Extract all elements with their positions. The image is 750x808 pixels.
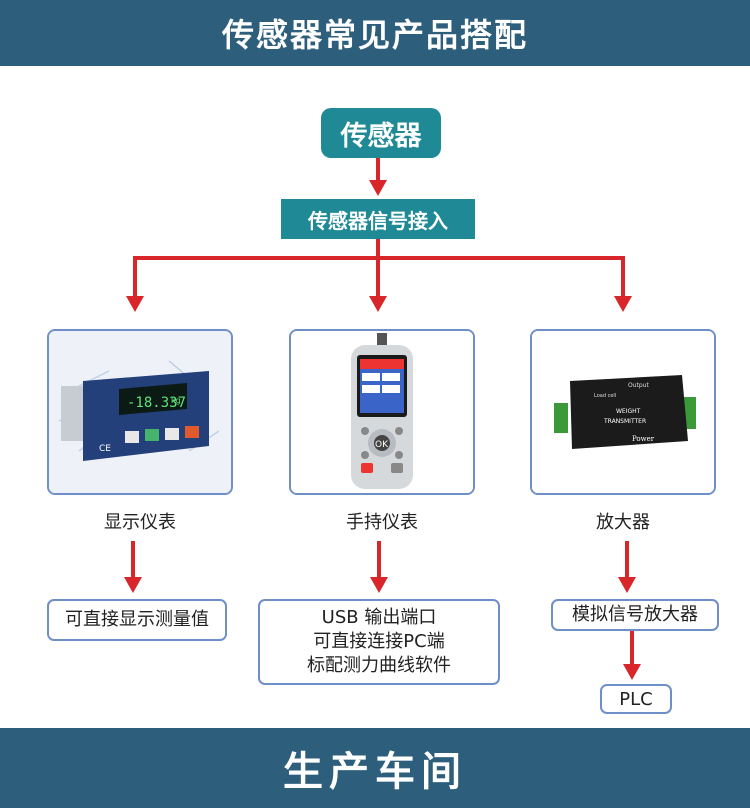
output-line: USB 输出端口 <box>321 607 437 628</box>
output-line: 标配测力曲线软件 <box>307 655 451 676</box>
connector-line <box>630 631 634 665</box>
header-title: 传感器常见产品搭配 <box>221 16 528 54</box>
connector-line <box>377 541 381 579</box>
arrow-head <box>126 296 144 312</box>
meter-reading: -18.337 <box>127 395 186 411</box>
signal-input-node: 传感器信号接入 <box>281 199 475 239</box>
display-meter-card: -18.337 kg CE <box>47 329 233 495</box>
handheld-meter-image: OK <box>291 331 473 493</box>
connector-line <box>376 158 380 182</box>
amp-title1: WEIGHT <box>616 408 641 415</box>
arrow-head <box>369 180 387 196</box>
amplifier-image: Output Load cell WEIGHT TRANSMITTER Powe… <box>532 331 714 493</box>
sensor-node: 传感器 <box>321 108 441 158</box>
output-line: 模拟信号放大器 <box>572 604 698 625</box>
amp-output-text: Output <box>628 382 649 389</box>
meter-unit: kg <box>171 396 181 405</box>
connector-line <box>625 541 629 579</box>
ok-key-label: OK <box>375 440 389 450</box>
header-banner: 传感器常见产品搭配 <box>0 0 750 66</box>
arrow-head <box>124 577 142 593</box>
amplifier-card: Output Load cell WEIGHT TRANSMITTER Powe… <box>530 329 716 495</box>
amp-title2: TRANSMITTER <box>603 418 646 425</box>
connector-line <box>131 541 135 579</box>
display-meter-label: 显示仪表 <box>104 512 176 533</box>
connector-line <box>376 239 380 258</box>
amp-loadcell-text: Load cell <box>594 393 616 399</box>
signal-input-label: 传感器信号接入 <box>308 208 448 233</box>
handheld-meter-label: 手持仪表 <box>346 512 418 533</box>
handheld-meter-output: USB 输出端口 可直接连接PC端 标配测力曲线软件 <box>258 599 500 685</box>
sensor-label: 传感器 <box>340 120 422 152</box>
plc-label: PLC <box>619 689 653 710</box>
connector-line <box>621 256 625 298</box>
output-line: 可直接连接PC端 <box>313 631 445 652</box>
arrow-head <box>618 577 636 593</box>
plc-node: PLC <box>600 684 672 714</box>
connector-line <box>376 256 380 298</box>
arrow-head <box>614 296 632 312</box>
arrow-head <box>369 296 387 312</box>
amp-power-text: Power <box>632 435 655 443</box>
display-meter-output: 可直接显示测量值 <box>47 599 227 641</box>
amplifier-label: 放大器 <box>596 512 650 533</box>
output-line: 可直接显示测量值 <box>65 609 209 630</box>
footer-banner: 生产车间 <box>0 728 750 808</box>
amplifier-output: 模拟信号放大器 <box>551 599 719 631</box>
display-meter-image: -18.337 kg CE <box>49 331 231 493</box>
connector-line <box>133 256 137 298</box>
footer-title: 生产车间 <box>283 749 467 795</box>
arrow-head <box>623 664 641 680</box>
handheld-meter-card: OK <box>289 329 475 495</box>
svg-text:CE: CE <box>99 444 111 454</box>
arrow-head <box>370 577 388 593</box>
